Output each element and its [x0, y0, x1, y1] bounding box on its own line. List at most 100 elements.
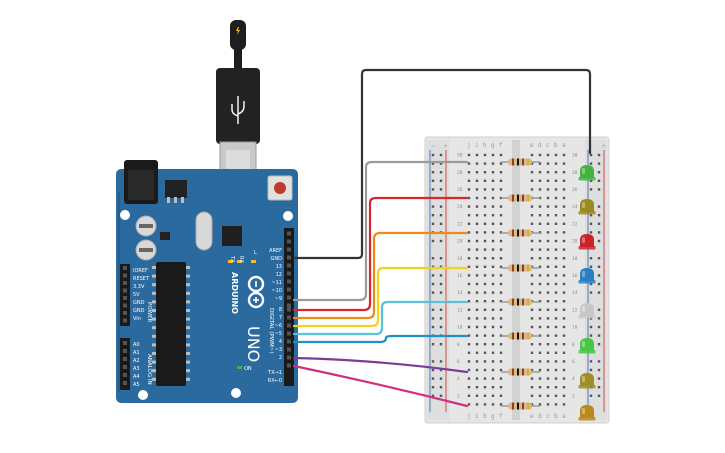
row-number-label: 10: [572, 325, 578, 331]
resistor[interactable]: [501, 368, 540, 376]
voltage-regulator: [165, 180, 187, 198]
wire-pin4-blue[interactable]: [292, 334, 469, 344]
pin-label-a1: A1: [133, 350, 140, 356]
usb-chip: [222, 226, 242, 246]
wire-pin8-red[interactable]: [292, 196, 469, 312]
pin-label-5v: 5V: [133, 292, 140, 298]
pin-label-gnd-1: GND: [133, 300, 145, 306]
led-red[interactable]: [578, 234, 596, 250]
resistor[interactable]: [501, 229, 540, 237]
row-number-label: 4: [572, 376, 575, 382]
resistor[interactable]: [501, 158, 540, 166]
row-number-label: 24: [572, 204, 578, 210]
digital-pin-labels: AREF GND 13 12 ~11 ~10 ~9 8 7 ~6 ~5 4 ~3…: [267, 248, 282, 384]
pin-label-a0: A0: [133, 342, 140, 348]
row-number-label: 18: [572, 256, 578, 262]
row-number-label: 14: [457, 290, 463, 296]
column-label-i: i: [475, 142, 479, 149]
column-label-a-bottom: a: [562, 413, 566, 420]
wire-pin9-gray[interactable]: [292, 160, 469, 302]
pin-label-8: 8: [279, 307, 282, 313]
power-header-label: POWER: [146, 302, 152, 323]
usb-cable[interactable]: [216, 20, 260, 195]
row-number-label: 2: [572, 393, 575, 399]
resistor[interactable]: [501, 402, 540, 410]
pin-label-12: 12: [276, 272, 282, 278]
pin-label-3: ~3: [275, 347, 282, 353]
column-label-a: a: [562, 142, 566, 149]
mounting-hole: [120, 210, 130, 220]
row-number-label: 12: [457, 307, 463, 313]
column-label-h-bottom: h: [483, 413, 487, 420]
wire-pin5-cyan[interactable]: [292, 300, 469, 336]
column-label-c: c: [546, 142, 550, 149]
row-number-label: 12: [572, 307, 578, 313]
led-white[interactable]: [578, 303, 596, 319]
pin-label-a4: A4: [133, 374, 140, 380]
row-number-label: 16: [572, 273, 578, 279]
row-number-label: 26: [457, 187, 463, 193]
row-number-label: 30: [457, 153, 463, 159]
row-number-label: 30: [572, 153, 578, 159]
breadboard-column-labels-bottom: j i h g f e d c b a: [467, 413, 566, 420]
row-number-label: 8: [572, 342, 575, 348]
uno-model-text: UNO: [244, 326, 263, 362]
rail-plus-label-right: +: [602, 143, 606, 150]
wire-pin7-orange[interactable]: [292, 231, 469, 320]
column-label-c-bottom: c: [546, 413, 550, 420]
wire-pin2-magenta[interactable]: [292, 364, 469, 408]
capacitor: [135, 239, 157, 261]
row-number-label: 4: [457, 376, 460, 382]
arduino-brand-text: ARDUINO: [230, 272, 239, 314]
pin-label-7: 7: [279, 315, 282, 321]
analog-header-label: ANALOG IN: [146, 354, 152, 385]
led-green-1[interactable]: [578, 165, 596, 181]
arduino-uno-board[interactable]: TX RX L ON ARDUINO UNO DIGITAL (PWM~) PO…: [116, 160, 298, 403]
led-olive-1[interactable]: [578, 199, 596, 215]
arduino-logo: [247, 275, 265, 309]
resistor[interactable]: [501, 194, 540, 202]
column-label-e: e: [530, 142, 534, 149]
pin-label-tx1: TX→1: [267, 370, 282, 376]
led-green-2[interactable]: [578, 338, 596, 354]
resistor[interactable]: [501, 264, 540, 272]
led-olive-2[interactable]: [578, 373, 596, 389]
pin-label-a2: A2: [133, 358, 140, 364]
column-label-d-bottom: d: [538, 413, 542, 420]
wire-pin3-purple[interactable]: [292, 356, 469, 374]
row-number-label: 6: [572, 359, 575, 365]
on-led-label: ON: [244, 366, 252, 372]
l-led-label: L: [254, 250, 257, 256]
center-channel: [512, 140, 520, 420]
column-label-f: f: [499, 142, 503, 149]
pin-label-gnd-2: GND: [133, 308, 145, 314]
column-label-g-bottom: g: [491, 413, 495, 420]
led-amber[interactable]: [578, 405, 596, 421]
pin-label-5: ~5: [275, 331, 282, 337]
usb-icon: [231, 96, 245, 124]
row-number-label: 18: [457, 256, 463, 262]
rail-plus-label: +: [444, 143, 448, 150]
row-number-label: 22: [457, 221, 463, 227]
wire-gnd-black[interactable]: [292, 68, 592, 260]
pin-label-4: 4: [279, 339, 282, 345]
digital-header-label: DIGITAL (PWM~): [268, 308, 274, 354]
resistor[interactable]: [501, 332, 540, 340]
column-label-j-bottom: j: [467, 413, 471, 420]
pin-label-10: ~10: [271, 288, 282, 294]
rail-minus-label: −: [431, 143, 435, 150]
pin-label-reset: RESET: [133, 276, 150, 282]
led-blue[interactable]: [578, 268, 596, 284]
pin-label-a5: A5: [133, 382, 140, 388]
analog-pin-labels: A0 A1 A2 A3 A4 A5: [133, 342, 140, 388]
pin-label-ioref: IOREF: [133, 268, 148, 274]
pin-label-aref: AREF: [269, 248, 282, 254]
wire-pin6-yellow[interactable]: [292, 266, 469, 328]
pin-label-vin: Vin: [133, 316, 141, 322]
pin-label-3v3: 3.3V: [133, 284, 145, 290]
row-number-label: 6: [457, 359, 460, 365]
column-label-d: d: [538, 142, 542, 149]
row-number-label: 20: [572, 239, 578, 245]
resistor[interactable]: [501, 298, 540, 306]
